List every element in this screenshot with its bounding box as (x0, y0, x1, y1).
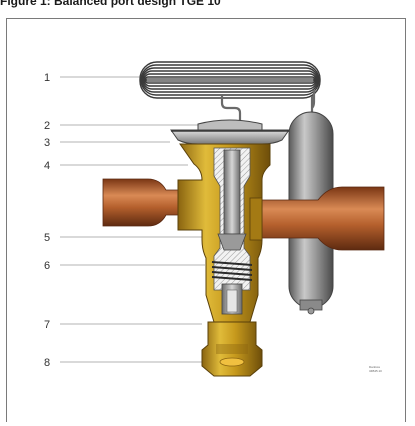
capillary-coil (139, 61, 321, 99)
adjusting-cap (201, 321, 263, 377)
drawing-code-line-1: Danfoss (369, 365, 381, 369)
spring-housing (221, 283, 243, 315)
capillary-tube (220, 90, 316, 125)
diaphragm-element (170, 119, 290, 145)
inlet-pipe (102, 178, 181, 227)
callout-labels: 1 2 3 4 5 6 7 8 (44, 72, 50, 369)
callout-7: 7 (44, 319, 50, 331)
callout-3: 3 (44, 137, 50, 149)
callout-4: 4 (44, 160, 50, 172)
drawing-code: Danfoss 34B45.10 (369, 365, 382, 373)
outlet-pipe (249, 186, 385, 251)
figure-title: Figure 1: Balanced port design TGE 10 (0, 0, 221, 8)
spring (211, 261, 253, 281)
drawing-code-line-2: 34B45.10 (369, 369, 382, 373)
callout-5: 5 (44, 232, 50, 244)
callout-6: 6 (44, 260, 50, 272)
figure-frame (6, 18, 406, 422)
push-rod (217, 149, 247, 251)
callout-1: 1 (44, 72, 50, 84)
callout-8: 8 (44, 357, 50, 369)
callout-2: 2 (44, 120, 50, 132)
